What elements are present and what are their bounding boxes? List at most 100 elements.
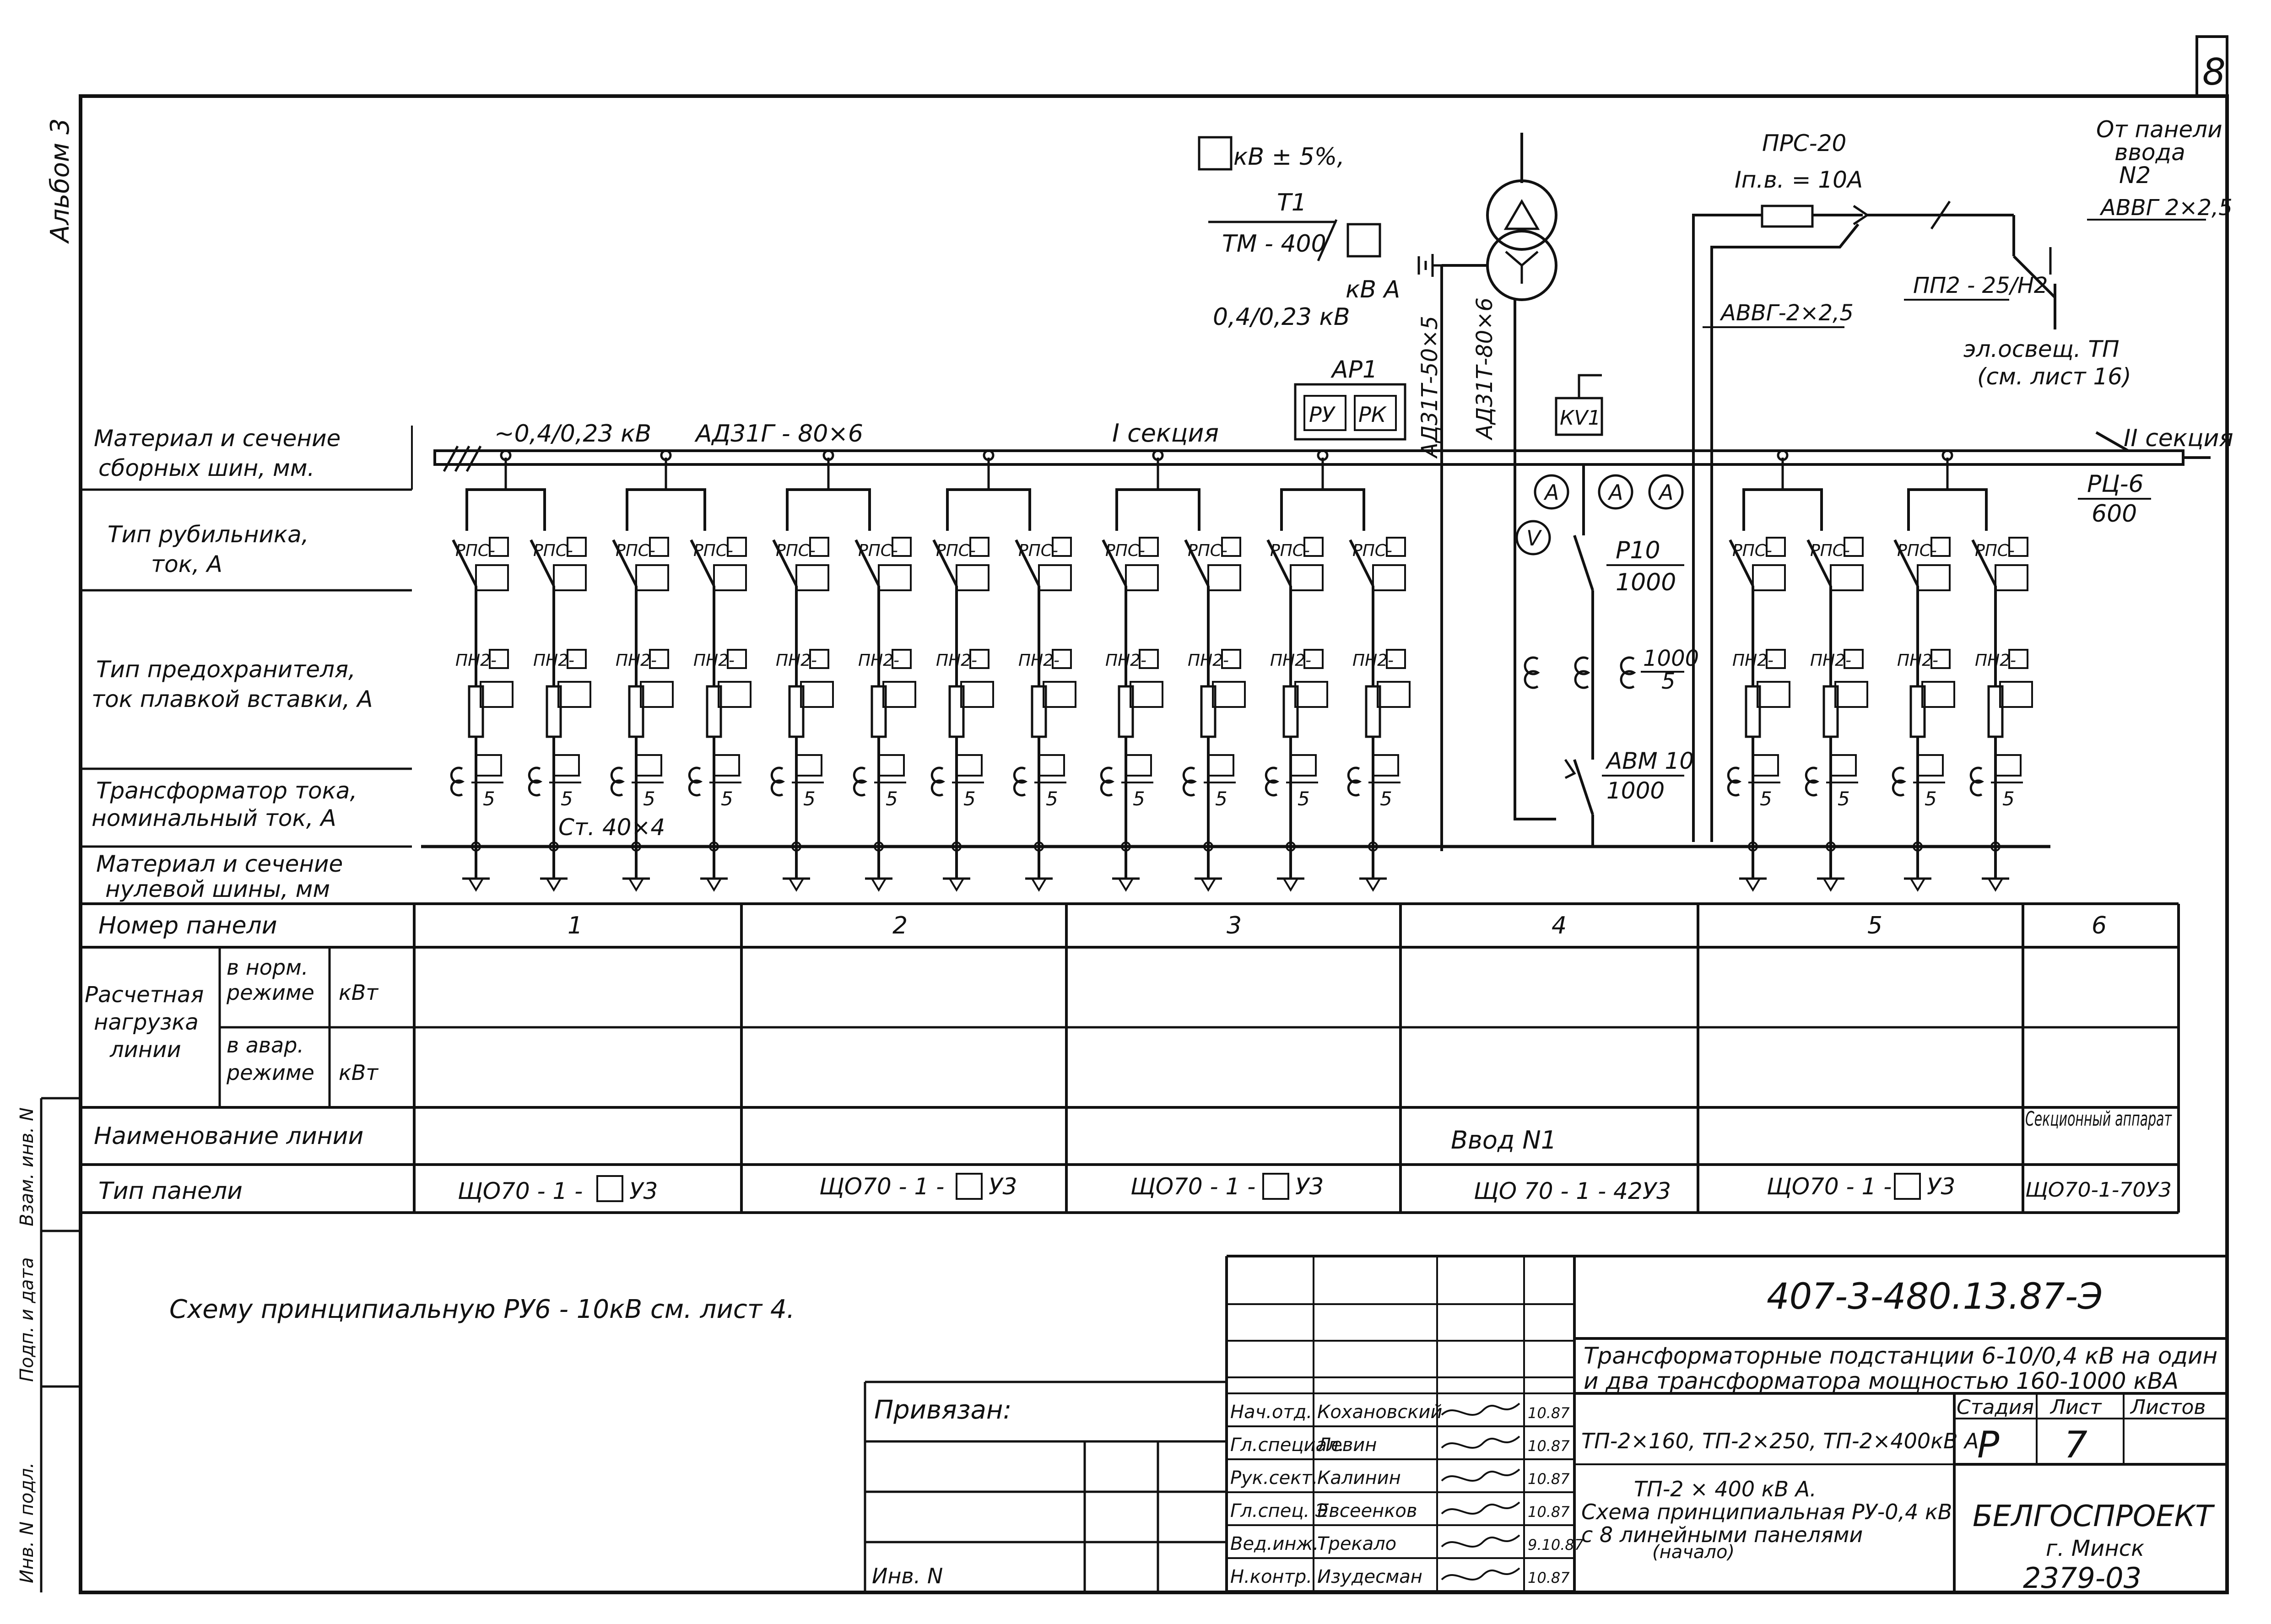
- fuse-rating-box: [1386, 649, 1406, 669]
- neutral-bus: Ст. 40×4: [558, 814, 665, 841]
- fuse-current-box: [1921, 681, 1955, 708]
- transformer-type: ТМ - 400: [1222, 230, 1326, 258]
- input-ct-denominator: 5: [1661, 669, 1676, 694]
- switch-blade: [1806, 539, 1832, 587]
- staff-name: Калинин: [1317, 1468, 1401, 1489]
- ground-mark: [871, 878, 887, 892]
- ammeter-icon: [1648, 474, 1684, 510]
- switch-current-box: [956, 564, 990, 591]
- bus-tap-node: [1941, 449, 1953, 461]
- switch-rating-box: [489, 537, 509, 557]
- binding-label: Привязан:: [874, 1395, 1011, 1425]
- panel-number-4: 4: [1552, 912, 1567, 939]
- current-transformer-icon: [930, 766, 946, 797]
- from-panel-cable: АВВГ 2×2,5: [2099, 195, 2233, 221]
- panel-number-5: 5: [1867, 912, 1882, 939]
- archive-number: 2379-03: [2023, 1561, 2141, 1595]
- ct-rating-box: [475, 754, 502, 777]
- neutral-node: [1913, 842, 1923, 852]
- transformer-name: Т1: [1277, 189, 1307, 216]
- switch-label: РПС-: [1975, 541, 2015, 560]
- from-panel-line3: N2: [2119, 162, 2151, 189]
- note-hv-scheme: Схему принципиальную РУ6 - 10кВ см. лист…: [169, 1295, 795, 1324]
- fuse-rating-box: [809, 649, 829, 669]
- input-switch: Р10: [1616, 537, 1660, 564]
- feeder-pair-bus: [626, 488, 706, 531]
- switch-current-box: [1207, 564, 1241, 591]
- switch-blade: [1893, 539, 1919, 587]
- switch-blade: [932, 539, 958, 587]
- switch-current-box: [1995, 564, 2028, 591]
- switch-current-box: [635, 564, 669, 591]
- input-ct-ratio: 1000: [1643, 646, 1699, 671]
- ct-denominator: 5: [561, 788, 573, 810]
- signature-scribble: [1441, 1468, 1520, 1482]
- label-switch-2: ток, А: [151, 551, 222, 577]
- panel-type-2: ЩО70 - 1 -: [819, 1173, 944, 1200]
- switch-blade: [1349, 539, 1374, 587]
- current-transformer-icon: [1969, 766, 1984, 797]
- ammeter-icon: [1598, 474, 1633, 510]
- relay-block: АР1 РУ РК КV1: [1294, 356, 1603, 441]
- switch-label: РПС-: [1018, 541, 1058, 560]
- fuse-rating-box: [1221, 649, 1241, 669]
- transformer-voltage-tolerance: кВ ± 5%,: [1233, 143, 1345, 171]
- ct-rating-box: [956, 754, 983, 777]
- strip-label-signature: Подп. и дата: [16, 1257, 38, 1382]
- fuse-current-box: [1377, 681, 1411, 708]
- switch-label: РПС-: [616, 541, 655, 560]
- switch-label: РПС-: [693, 541, 733, 560]
- bus-tap-node: [500, 449, 512, 461]
- switch-rating-box: [1766, 537, 1786, 557]
- feeder-pair-bus: [1742, 488, 1823, 531]
- ct-rating-box: [1207, 754, 1234, 777]
- feeder-pair-bus: [946, 488, 1031, 531]
- input-breaker: АВМ 10: [1605, 748, 1694, 774]
- fuse-current-box: [1212, 681, 1246, 708]
- panel-name-6: Секционный аппарат: [2025, 1107, 2172, 1131]
- switch-label: РПС-: [1270, 541, 1310, 560]
- lighting-cable: АВВГ-2×2,5: [1719, 300, 1854, 326]
- switch-rating-box: [1844, 537, 1864, 557]
- switch-label: РПС-: [1732, 541, 1772, 560]
- switch-rating-box: [2008, 537, 2028, 557]
- strip-label-inventory: Инв. N подл.: [16, 1462, 38, 1583]
- fuse-rating-box: [2008, 649, 2028, 669]
- current-transformer-icon: [1182, 766, 1197, 797]
- ct-denominator: 5: [963, 788, 976, 810]
- neutral-node: [874, 842, 884, 852]
- label-neutral-2: нулевой шины, мм: [105, 876, 330, 902]
- switch-blade: [1184, 539, 1210, 587]
- current-transformer-icon: [450, 766, 465, 797]
- switch-current-box: [1917, 564, 1951, 591]
- project-title-1: Трансформаторные подстанции 6-10/0,4 кВ …: [1584, 1343, 2217, 1369]
- switch-label: РПС-: [936, 541, 976, 560]
- switch-current-box: [1038, 564, 1072, 591]
- transformer-primary-winding: [1486, 179, 1557, 251]
- label-neutral-1: Материал и сечение: [96, 851, 343, 877]
- ct-denominator: 5: [1046, 788, 1058, 810]
- label-mode-avar-2: режиме: [226, 1060, 314, 1085]
- current-transformer-icon: [528, 766, 543, 797]
- fuse-rating-box: [489, 649, 509, 669]
- label-busbar-2: сборных шин, мм.: [98, 455, 314, 481]
- ct-rating-box: [1290, 754, 1317, 777]
- ground-mark: [706, 878, 722, 892]
- fuse-rating-box: [1303, 649, 1324, 669]
- fuse-current-box: [1043, 681, 1076, 708]
- voltmeter-label: V: [1526, 526, 1542, 550]
- switch-blade: [690, 539, 715, 587]
- current-transformer-icon: [1805, 766, 1820, 797]
- switch-rating-box: [649, 537, 669, 557]
- staff-date: 10.87: [1528, 1503, 1570, 1521]
- ammeter-label: А: [1543, 480, 1559, 505]
- ground-mark: [1118, 878, 1134, 892]
- lighting-circuit: ПРС-20 Iп.в. = 10А От панели ввода N2 АВ…: [1692, 116, 2233, 842]
- signature-scribble: [1441, 1501, 1520, 1515]
- switch-current-box: [1125, 564, 1159, 591]
- staff-name: Изудесман: [1317, 1566, 1422, 1587]
- neutral-node: [631, 842, 641, 852]
- ground-mark: [1031, 878, 1047, 892]
